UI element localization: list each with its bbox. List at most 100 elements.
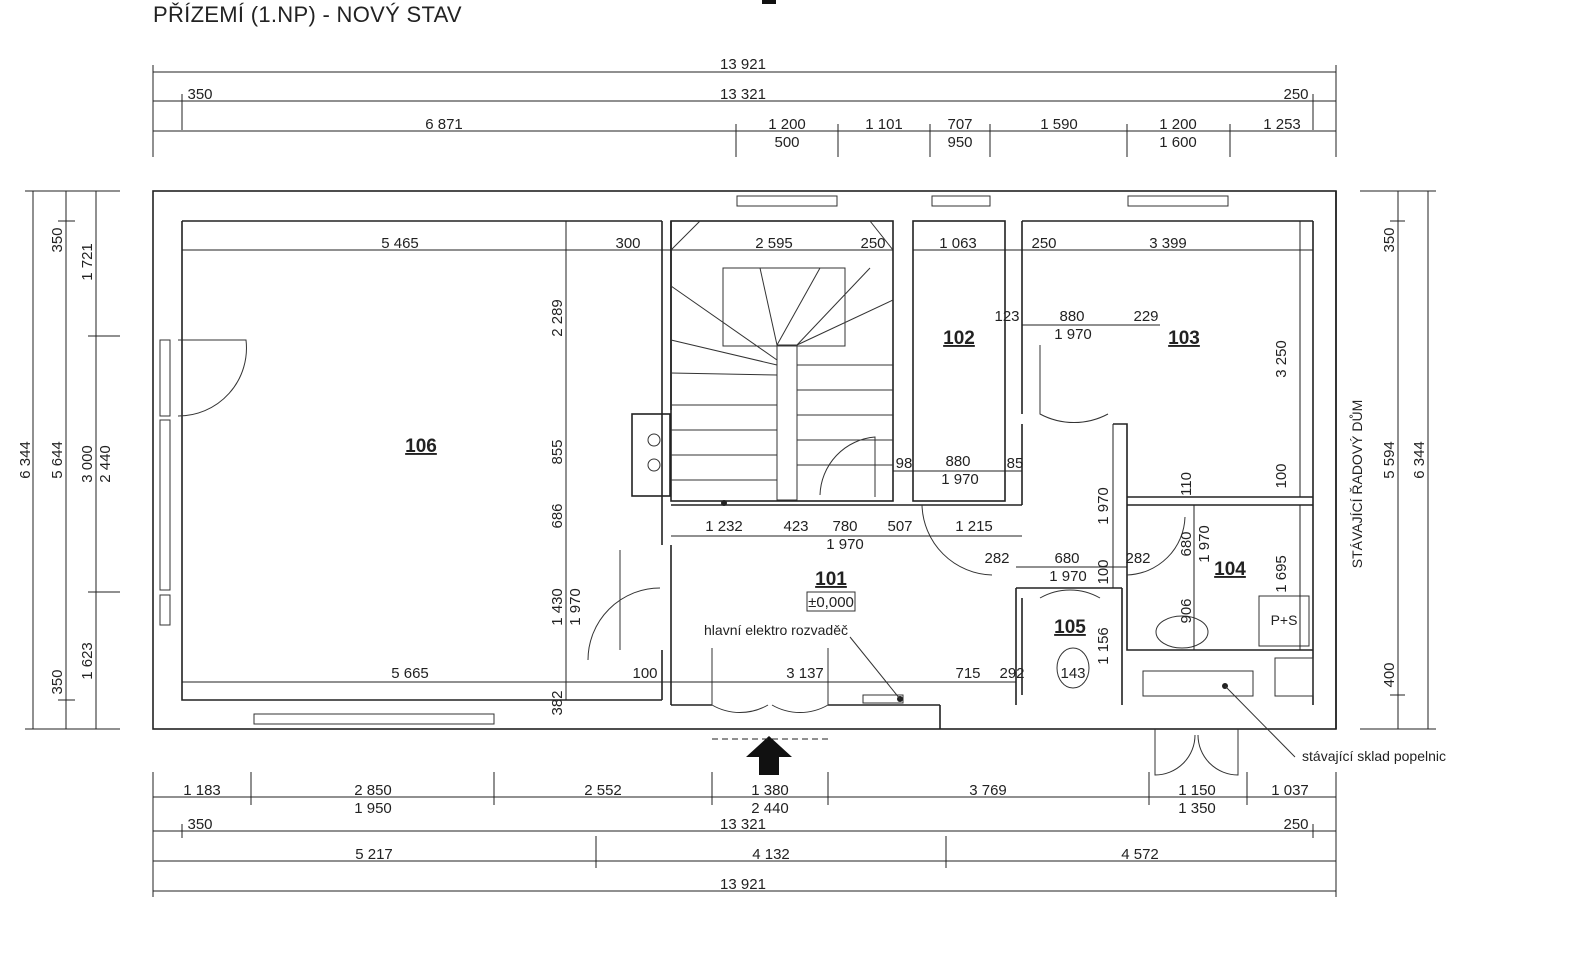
dim-bot-b3: 2 552 (584, 782, 622, 799)
walls (152, 190, 1337, 730)
dim-left-2440: 2 440 (97, 445, 114, 483)
dim-left-total: 6 344 (17, 441, 34, 479)
dim-292: 292 (999, 665, 1024, 682)
dim-bot-b7: 1 037 (1271, 782, 1309, 799)
dim-1430: 1 430 (549, 588, 566, 626)
dim-5465: 5 465 (381, 235, 419, 252)
dim-bot-mid: 13 321 (720, 816, 766, 833)
dim-855: 855 (549, 439, 566, 464)
level-box (806, 591, 856, 612)
neighbor-house-label: STÁVAJÍCÍ ŘADOVÝ DŮM (1348, 400, 1365, 569)
room-104-label: 104 (1214, 559, 1246, 580)
outer-wall-outline (152, 190, 1337, 730)
dim-top-s1: 6 871 (425, 116, 463, 133)
dim-3399: 3 399 (1149, 235, 1187, 252)
dim-2289: 2 289 (549, 299, 566, 337)
dim-bot-total: 13 921 (720, 876, 766, 893)
dim-229: 229 (1133, 308, 1158, 325)
dim-300: 300 (615, 235, 640, 252)
dim-85: 85 (1007, 455, 1024, 472)
dim-top-total: 13 921 (720, 56, 766, 73)
dim-1970v: 1 970 (567, 588, 584, 626)
dim-1970c: 1 970 (1054, 326, 1092, 343)
entrance-arrow-icon (746, 736, 792, 775)
dim-top-s4b: 950 (947, 134, 972, 151)
drawing-title: PŘÍZEMÍ (1.NP) - NOVÝ STAV (153, 2, 462, 27)
staircase (647, 220, 894, 506)
dim-100b: 100 (1273, 463, 1290, 488)
dim-110: 110 (1178, 472, 1195, 496)
dim-bot-b1: 1 183 (183, 782, 221, 799)
dim-top-s7: 1 253 (1263, 116, 1301, 133)
bins-label: stávající sklad popelnic (1302, 748, 1446, 764)
dim-right-total: 6 344 (1411, 441, 1428, 479)
dim-top-s2b: 500 (774, 134, 799, 151)
dim-left-1721: 1 721 (79, 243, 96, 281)
room-101-label: 101 (815, 569, 847, 590)
dim-1970f: 1 970 (1196, 525, 1213, 563)
dim-right-350: 350 (1381, 227, 1398, 252)
dim-382: 382 (549, 690, 566, 715)
dim-3137: 3 137 (786, 665, 824, 682)
dim-100a: 100 (632, 665, 657, 682)
dim-left-350b: 350 (49, 669, 66, 694)
room-106-label: 106 (405, 436, 437, 457)
dim-715: 715 (955, 665, 980, 682)
dim-780: 780 (832, 518, 857, 535)
doors (177, 339, 1239, 776)
dim-bot-b6b: 1 350 (1178, 800, 1216, 817)
dim-3250: 3 250 (1273, 340, 1290, 378)
electro-label: hlavní elektro rozvaděč (704, 622, 848, 638)
dim-left-1623: 1 623 (79, 642, 96, 680)
room-103-label: 103 (1168, 328, 1200, 349)
dim-680v: 680 (1178, 531, 1195, 556)
dim-1232: 1 232 (705, 518, 743, 535)
dim-282b: 282 (1125, 550, 1150, 567)
dim-bot-c1: 5 217 (355, 846, 393, 863)
dim-250a: 250 (860, 235, 885, 252)
dim-1156: 1 156 (1095, 627, 1112, 665)
washbasin-icon (1155, 615, 1209, 649)
dim-100c: 100 (1095, 559, 1112, 584)
dim-right-inner: 5 594 (1381, 441, 1398, 479)
dim-top-250: 250 (1283, 86, 1308, 103)
dim-423: 423 (783, 518, 808, 535)
dim-top-350: 350 (187, 86, 212, 103)
dim-1970b: 1 970 (941, 471, 979, 488)
dim-bot-b4b: 2 440 (751, 800, 789, 817)
dim-1970a: 1 970 (826, 536, 864, 553)
level-101: ±0,000 (808, 594, 854, 611)
dim-bot-250: 250 (1283, 816, 1308, 833)
dim-680: 680 (1054, 550, 1079, 567)
dim-top-s5: 1 590 (1040, 116, 1078, 133)
dim-123: 123 (994, 308, 1019, 325)
dim-bot-c2: 4 132 (752, 846, 790, 863)
fixtures (849, 595, 1314, 758)
dim-bot-b6: 1 150 (1178, 782, 1216, 799)
dim-1063: 1 063 (939, 235, 977, 252)
dim-880a: 880 (945, 453, 970, 470)
dim-2595: 2 595 (755, 235, 793, 252)
dim-1695: 1 695 (1273, 555, 1290, 593)
dim-1970e: 1 970 (1049, 568, 1087, 585)
ps-label: P+S (1271, 612, 1298, 628)
dim-left-inner: 5 644 (49, 441, 66, 479)
dim-282a: 282 (984, 550, 1009, 567)
dim-bot-b2b: 1 950 (354, 800, 392, 817)
room-102-label: 102 (943, 328, 975, 349)
toilet-icon (1056, 647, 1090, 689)
dim-906: 906 (1178, 598, 1195, 623)
dim-top-s6b: 1 600 (1159, 134, 1197, 151)
dim-top-s3: 1 101 (865, 116, 903, 133)
dim-5665: 5 665 (391, 665, 429, 682)
dim-143: 143 (1060, 665, 1085, 682)
dim-507: 507 (887, 518, 912, 535)
dim-250b: 250 (1031, 235, 1056, 252)
dim-left-3000: 3 000 (79, 445, 96, 483)
dim-98: 98 (896, 455, 913, 472)
dim-top-mid: 13 321 (720, 86, 766, 103)
room-105-label: 105 (1054, 617, 1086, 638)
boiler-box (1258, 595, 1310, 647)
dim-bot-b4: 1 380 (751, 782, 789, 799)
